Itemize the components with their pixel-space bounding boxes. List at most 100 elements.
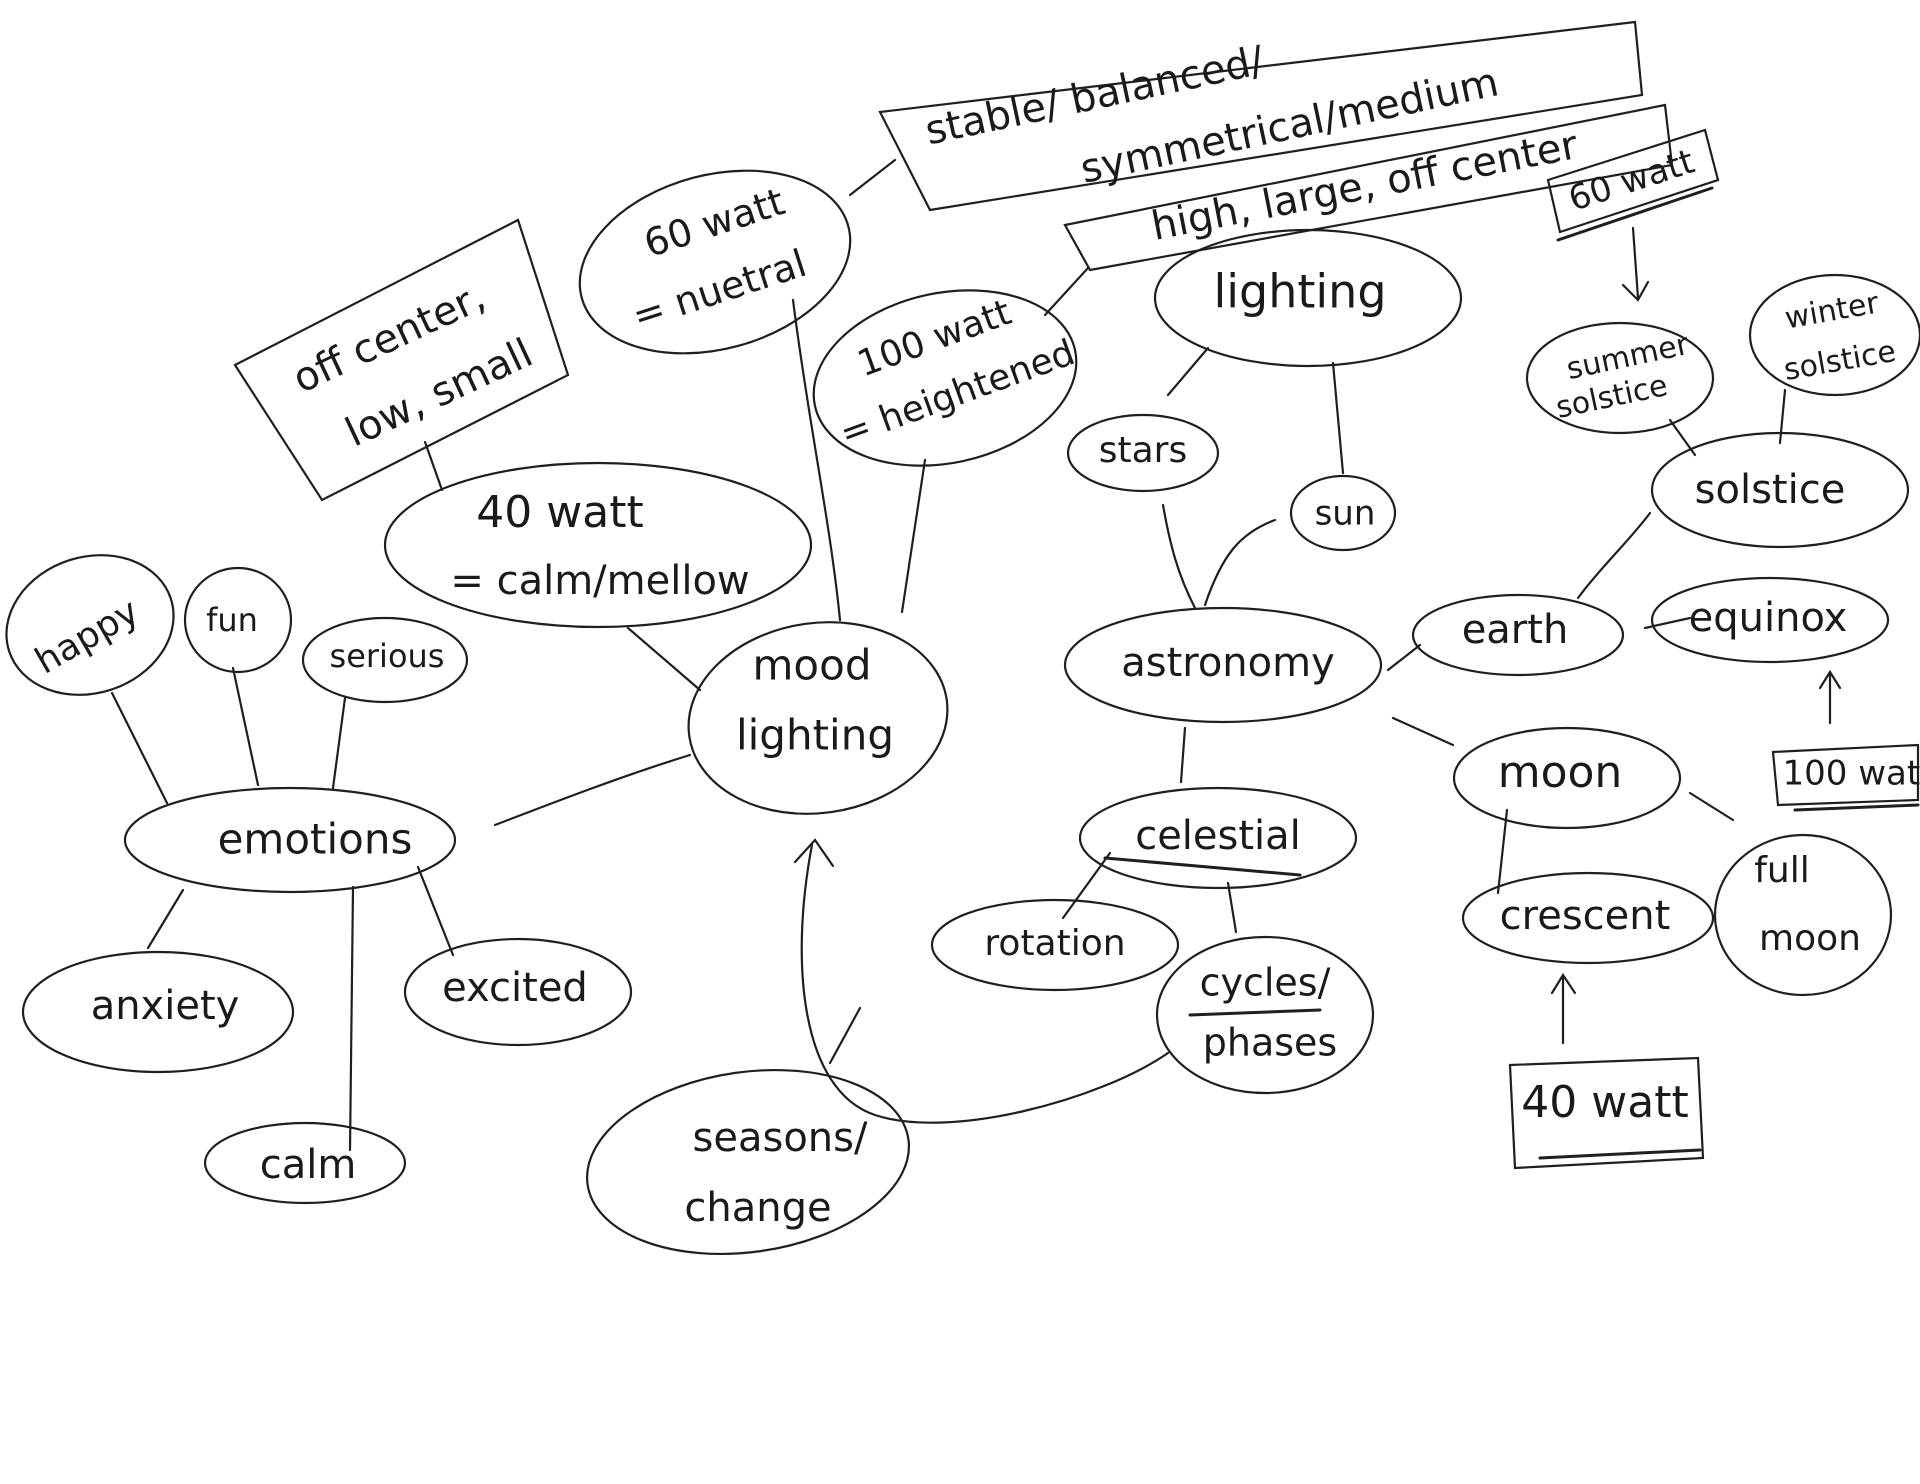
- node-lighting-label: lighting: [1213, 265, 1386, 319]
- link-astronomy-celestial: [1179, 726, 1187, 784]
- node-winter-line-1: winter: [1782, 285, 1882, 336]
- connectors: [110, 158, 1842, 1152]
- link-emotions-fun: [231, 666, 260, 787]
- link-emotions-happy: [110, 691, 169, 805]
- link-earth-solstice: [1576, 511, 1652, 600]
- node-lighting-shape: [1153, 228, 1463, 368]
- node-moon-label: moon: [1498, 747, 1623, 798]
- node-seasons-line-2: change: [684, 1185, 831, 1231]
- node-emotions-shape: [123, 786, 457, 894]
- node-calm-label: calm: [260, 1142, 357, 1188]
- node-celestial: celestial: [1078, 786, 1358, 890]
- node-sun-label: sun: [1315, 494, 1376, 534]
- box-40-watt-shape: [1508, 1056, 1705, 1170]
- node-fun-label: fun: [206, 601, 258, 639]
- node-summer-solstice: summer solstice: [1525, 321, 1715, 435]
- node-seasons-line-1: seasons/: [693, 1115, 868, 1161]
- node-full-moon: full moon: [1713, 833, 1893, 997]
- node-happy: happy: [5, 554, 175, 696]
- node-equinox-shape: [1650, 576, 1890, 664]
- node-40-watt-calm-line-1: 40 watt: [476, 487, 643, 538]
- link-seasons-cycles: [828, 1006, 862, 1065]
- node-stars-label: stars: [1099, 430, 1188, 471]
- node-calm-shape: [203, 1121, 407, 1205]
- node-cycles-line-1: cycles/: [1200, 961, 1331, 1005]
- node-rotation: rotation: [930, 898, 1180, 992]
- node-rotation-shape: [930, 898, 1180, 992]
- node-rotation-label: rotation: [984, 923, 1125, 964]
- node-cycles-line-2: phases: [1203, 1021, 1337, 1065]
- node-lighting: lighting: [1153, 228, 1463, 368]
- node-full-moon-line-2: moon: [1759, 918, 1861, 959]
- box-40-watt-underline: [1538, 1148, 1702, 1160]
- link-100watt-high: [1043, 266, 1090, 317]
- link-lighting-stars: [1166, 346, 1210, 397]
- node-60-watt-neutral-shape: [578, 169, 852, 355]
- node-crescent: crescent: [1461, 871, 1715, 965]
- node-serious-label: serious: [330, 637, 445, 675]
- node-fun-shape: [183, 566, 293, 674]
- node-mood-lighting-shape: [687, 621, 949, 815]
- node-crescent-label: crescent: [1500, 893, 1671, 939]
- link-celestial-rotation: [1061, 851, 1112, 920]
- node-solstice-shape: [1650, 431, 1910, 549]
- node-sun-shape: [1289, 474, 1397, 552]
- link-sun-astronomy: [1203, 518, 1277, 607]
- node-solstice: solstice: [1650, 431, 1910, 549]
- node-seasons-change: seasons/ change: [585, 1068, 911, 1256]
- node-emotions: emotions: [123, 786, 457, 894]
- node-equinox: equinox: [1650, 576, 1890, 664]
- node-earth: earth: [1411, 593, 1625, 677]
- link-emotions-serious: [331, 696, 347, 790]
- node-anxiety-label: anxiety: [91, 983, 240, 1029]
- link-60watt-stable: [848, 158, 897, 197]
- node-equinox-label: equinox: [1689, 595, 1848, 641]
- link-mood-emotions: [493, 753, 692, 827]
- node-stars: stars: [1066, 413, 1220, 493]
- node-summer-solstice-shape: [1525, 321, 1715, 435]
- link-mood-100watt: [900, 458, 927, 614]
- link-celestial-cycles: [1226, 881, 1238, 934]
- node-cycles-phases-shape: [1155, 935, 1375, 1095]
- node-excited-shape: [403, 937, 633, 1047]
- arrow-to-mood-head: [793, 838, 835, 868]
- node-100-watt-heightened-shape: [812, 289, 1078, 467]
- node-40-watt-calm-shape: [383, 461, 813, 629]
- node-sun: sun: [1289, 474, 1397, 552]
- box-high-large-off-center-shape: [1063, 103, 1674, 272]
- node-excited-label: excited: [442, 965, 588, 1011]
- node-seasons-change-shape: [585, 1068, 911, 1256]
- arrow-100watt-head: [1818, 669, 1842, 690]
- node-astronomy-shape: [1063, 606, 1383, 724]
- node-serious: serious: [301, 616, 469, 704]
- node-celestial-label: celestial: [1135, 813, 1301, 859]
- box-off-center-low-small: off center, low, small: [233, 218, 570, 502]
- link-40watt-offcenter: [423, 440, 444, 492]
- node-calm: calm: [203, 1121, 407, 1205]
- box-100-watt: 100 watt: [1771, 743, 1920, 812]
- node-astronomy-label: astronomy: [1121, 640, 1335, 686]
- box-60-watt-shape: [1546, 128, 1720, 234]
- node-winter-solstice: winter solstice: [1748, 273, 1920, 397]
- node-stars-shape: [1066, 413, 1220, 493]
- node-crescent-shape: [1461, 871, 1715, 965]
- box-40-watt: 40 watt: [1508, 1056, 1705, 1170]
- node-100-watt-heightened: 100 watt = heightened: [812, 289, 1080, 467]
- box-100-watt-underline: [1793, 803, 1920, 812]
- node-earth-shape: [1411, 593, 1625, 677]
- link-moon-fullmoon: [1688, 791, 1735, 822]
- box-off-center-low-small-shape: [233, 218, 570, 502]
- node-full-moon-shape: [1713, 833, 1893, 997]
- box-40-watt-label: 40 watt: [1521, 1077, 1688, 1128]
- node-celestial-shape: [1078, 786, 1358, 890]
- link-lighting-sun: [1331, 361, 1345, 475]
- box-100-watt-shape: [1771, 743, 1920, 807]
- arrow-60watt-to-summer: [1631, 226, 1640, 300]
- node-excited: excited: [403, 937, 633, 1047]
- node-anxiety-shape: [21, 950, 295, 1074]
- box-stable-balanced-shape: [878, 20, 1644, 212]
- link-stars-astronomy: [1161, 503, 1197, 610]
- node-40-watt-calm-line-2: = calm/mellow: [450, 558, 749, 604]
- node-mood-lighting: mood lighting: [687, 621, 949, 815]
- node-winter-line-2: solstice: [1781, 334, 1898, 388]
